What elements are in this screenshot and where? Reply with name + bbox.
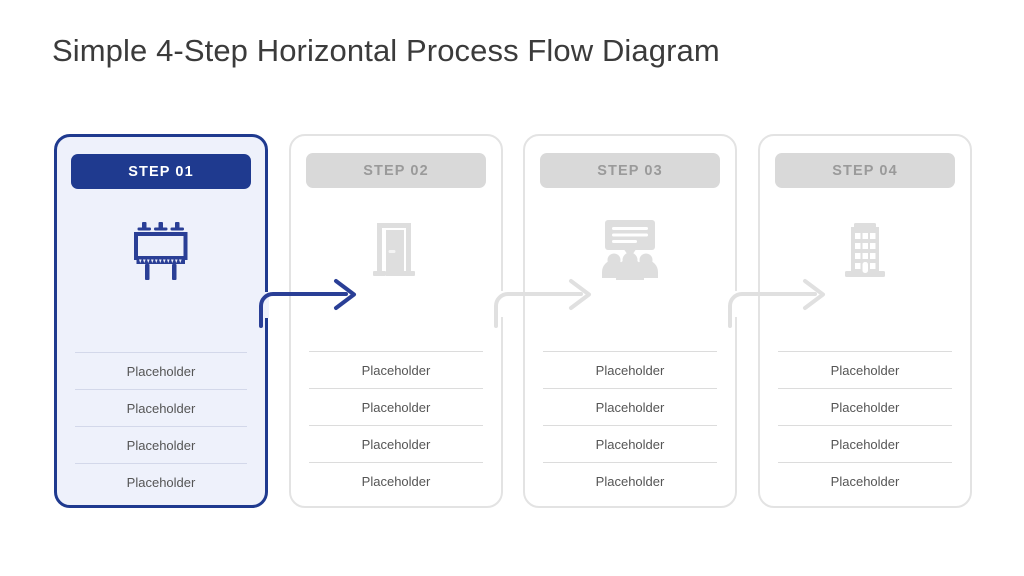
step-header-pill-4[interactable]: STEP 04 — [775, 153, 955, 188]
step-rows-4: Placeholder Placeholder Placeholder Plac… — [778, 351, 952, 499]
step-header-pill-3[interactable]: STEP 03 — [540, 153, 720, 188]
office-building-icon — [845, 223, 885, 277]
page-title: Simple 4-Step Horizontal Process Flow Di… — [52, 33, 720, 68]
step-card-3[interactable]: STEP 03 Placeholder Placeholder Placehol — [523, 134, 738, 508]
list-item[interactable]: Placeholder — [543, 351, 717, 388]
step-icon-3-wrap — [525, 210, 735, 290]
open-door-icon — [373, 223, 415, 276]
step-icon-2-wrap — [291, 210, 501, 290]
step-card-2[interactable]: STEP 02 Placeholder Placeholder Placehol… — [289, 134, 504, 508]
list-item[interactable]: Placeholder — [75, 463, 247, 500]
list-item[interactable]: Placeholder — [309, 425, 483, 462]
list-item[interactable]: Placeholder — [778, 351, 952, 388]
presentation-meeting-icon — [602, 220, 658, 280]
list-item[interactable]: Placeholder — [778, 425, 952, 462]
step-icon-4-wrap — [760, 210, 970, 290]
step-rows-3: Placeholder Placeholder Placeholder Plac… — [543, 351, 717, 499]
list-item[interactable]: Placeholder — [309, 462, 483, 499]
list-item[interactable]: Placeholder — [309, 388, 483, 425]
arrow-step1-to-step2 — [259, 279, 356, 328]
list-item[interactable]: Placeholder — [778, 462, 952, 499]
list-item[interactable]: Placeholder — [309, 351, 483, 388]
connector-notch — [732, 291, 738, 317]
list-item[interactable]: Placeholder — [75, 426, 247, 463]
list-item[interactable]: Placeholder — [543, 388, 717, 425]
list-item[interactable]: Placeholder — [75, 352, 247, 389]
billboard-icon — [134, 222, 188, 280]
list-item[interactable]: Placeholder — [543, 462, 717, 499]
step-card-4[interactable]: STEP 04 Plac — [758, 134, 972, 508]
arrow-step2-to-step3 — [494, 279, 591, 328]
step-header-pill-1[interactable]: STEP 01 — [71, 154, 251, 189]
connector-notch — [498, 291, 504, 317]
step-card-1[interactable]: STEP 01 — [54, 134, 269, 508]
arrow-step3-to-step4 — [728, 279, 825, 328]
step-rows-2: Placeholder Placeholder Placeholder Plac… — [309, 351, 483, 499]
step-rows-1: Placeholder Placeholder Placeholder Plac… — [75, 352, 247, 500]
step-icon-1-wrap — [57, 211, 265, 291]
step-header-pill-2[interactable]: STEP 02 — [306, 153, 486, 188]
connector-notch — [263, 292, 269, 318]
list-item[interactable]: Placeholder — [75, 389, 247, 426]
list-item[interactable]: Placeholder — [543, 425, 717, 462]
list-item[interactable]: Placeholder — [778, 388, 952, 425]
